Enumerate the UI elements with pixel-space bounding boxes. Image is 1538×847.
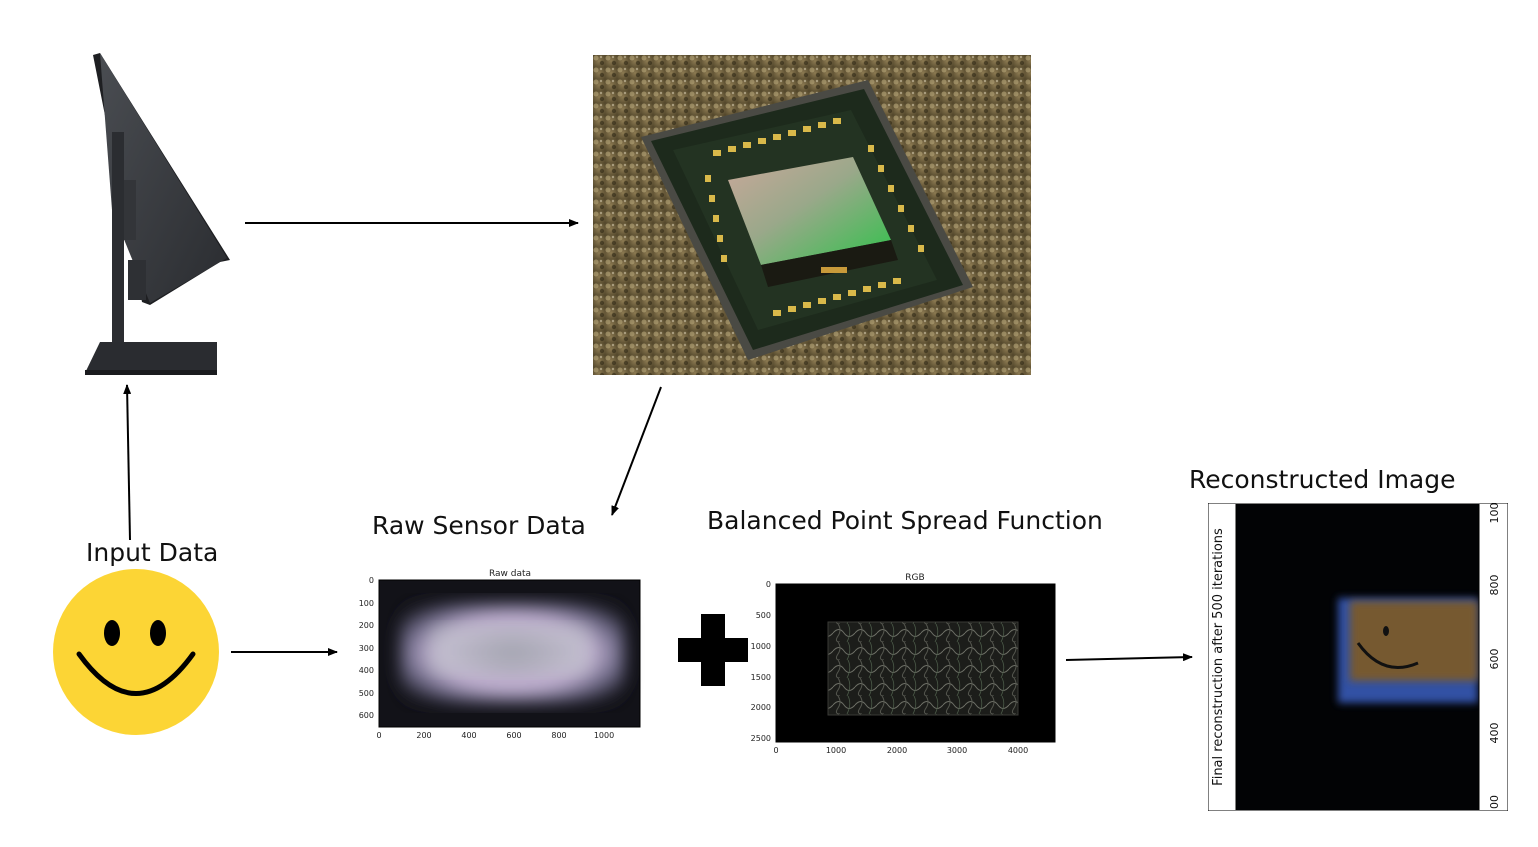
- raw-data-plot: Raw data 0 200 400 600 800 1000 0 100 20…: [350, 565, 645, 745]
- psf-x-tick: 3000: [947, 746, 967, 755]
- raw-y-tick: 100: [359, 599, 374, 608]
- recon-tick: 600: [1488, 649, 1501, 670]
- psf-plot-title: RGB: [905, 573, 924, 583]
- recon-tick: 800: [1488, 575, 1501, 596]
- raw-y-tick: 600: [359, 711, 374, 720]
- psf-x-ticks: 0 1000 2000 3000 4000: [773, 746, 1028, 755]
- arrow-input-to-monitor: [123, 384, 132, 541]
- psf-y-tick: 2000: [751, 703, 771, 712]
- psf-y-tick: 1000: [751, 642, 771, 651]
- arrow-psf-to-recon: [1065, 653, 1193, 662]
- input-data-label: Input Data: [86, 538, 219, 567]
- raw-x-tick: 200: [416, 731, 431, 740]
- raw-y-tick: 200: [359, 621, 374, 630]
- smiley-face-icon: [52, 568, 220, 736]
- balanced-psf-label: Balanced Point Spread Function: [707, 506, 1103, 535]
- raw-y-tick: 0: [369, 576, 374, 585]
- recon-tick: 100: [1488, 503, 1501, 524]
- monitor-icon: [80, 50, 230, 380]
- raw-x-tick: 400: [461, 731, 476, 740]
- raw-x-tick: 0: [376, 731, 381, 740]
- psf-x-tick: 0: [773, 746, 778, 755]
- psf-y-tick: 0: [766, 580, 771, 589]
- raw-y-tick: 300: [359, 644, 374, 653]
- recon-right-ticks: 100 800 600 400 00: [1488, 503, 1501, 810]
- raw-y-ticks: 0 100 200 300 400 500 600: [359, 576, 374, 720]
- arrow-sensor-to-raw: [611, 386, 662, 516]
- reconstructed-image-plot: Final reconstruction after 500 iteration…: [1207, 502, 1509, 812]
- image-sensor-chip-icon: [593, 55, 1031, 375]
- psf-plot: RGB 0 1000 2000 3000 4000 0 500 1000 150…: [745, 570, 1065, 760]
- raw-x-tick: 800: [551, 731, 566, 740]
- raw-sensor-data-label: Raw Sensor Data: [372, 511, 586, 540]
- raw-y-tick: 500: [359, 689, 374, 698]
- raw-x-tick: 1000: [594, 731, 614, 740]
- reconstructed-image-label: Reconstructed Image: [1189, 465, 1456, 494]
- recon-tick: 00: [1488, 795, 1501, 809]
- psf-y-ticks: 0 500 1000 1500 2000 2500: [751, 580, 771, 743]
- psf-y-tick: 2500: [751, 734, 771, 743]
- psf-y-tick: 500: [756, 611, 771, 620]
- recon-tick: 400: [1488, 723, 1501, 744]
- raw-plot-title: Raw data: [489, 569, 531, 579]
- psf-x-tick: 4000: [1008, 746, 1028, 755]
- psf-x-tick: 1000: [826, 746, 846, 755]
- raw-x-tick: 600: [506, 731, 521, 740]
- raw-y-tick: 400: [359, 666, 374, 675]
- psf-y-tick: 1500: [751, 673, 771, 682]
- plus-icon: [678, 614, 748, 686]
- raw-x-ticks: 0 200 400 600 800 1000: [376, 731, 614, 740]
- recon-side-title: Final reconstruction after 500 iteration…: [1211, 528, 1226, 786]
- psf-x-tick: 2000: [887, 746, 907, 755]
